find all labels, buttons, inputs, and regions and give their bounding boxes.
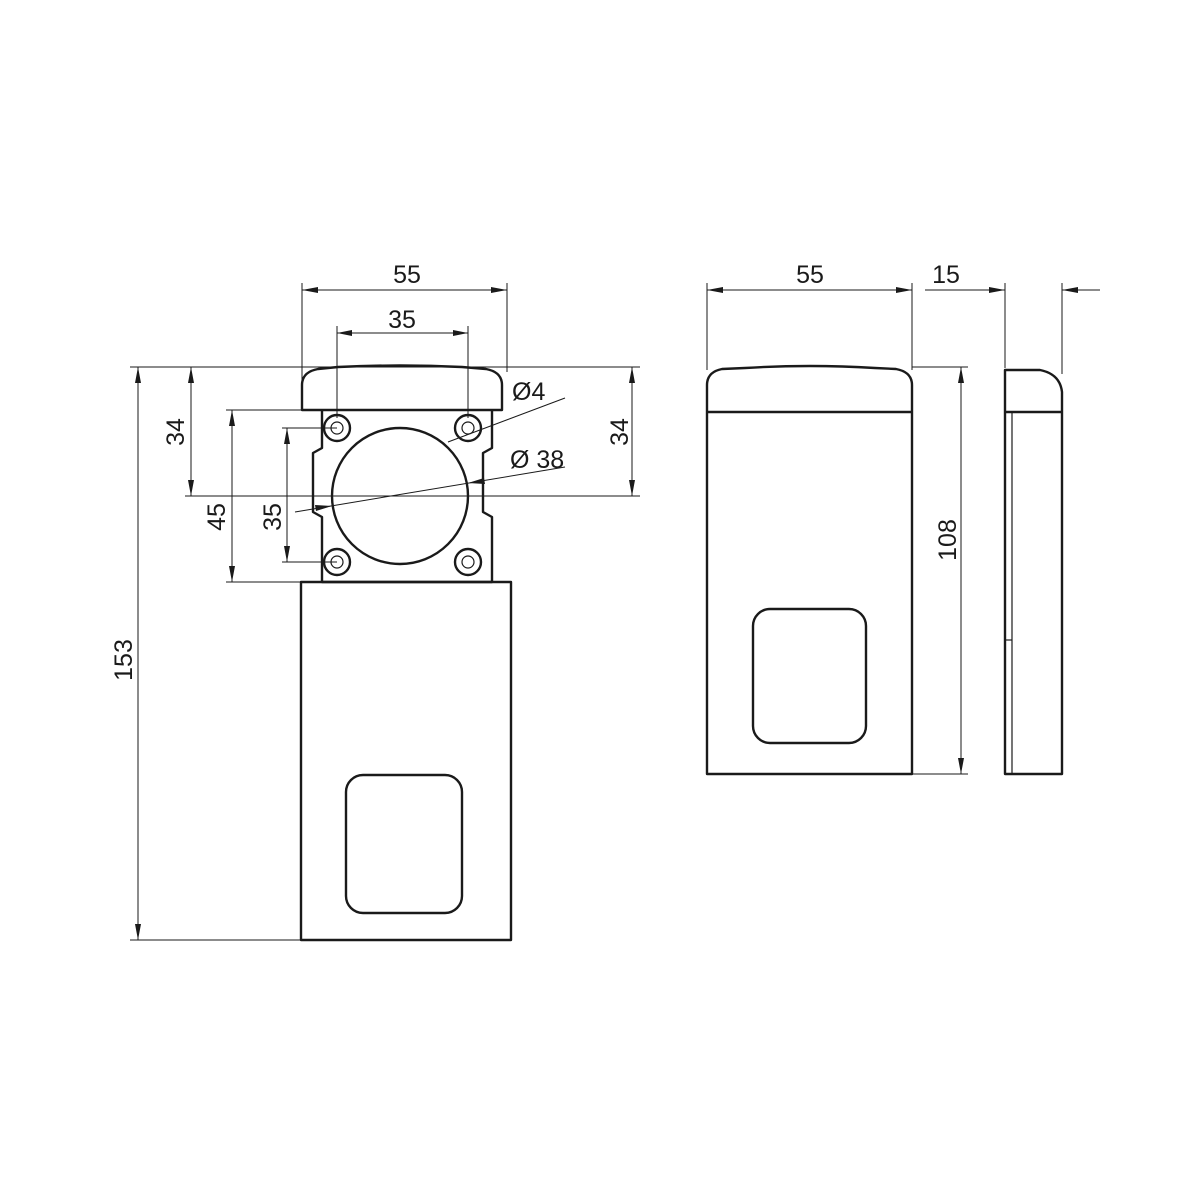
dim-left-34: 34 bbox=[162, 418, 190, 446]
front-view bbox=[299, 364, 513, 942]
dim-hole-spacing-y: 35 bbox=[259, 503, 287, 531]
side-dimensions: 15 bbox=[925, 261, 1100, 374]
dim-cover-width: 55 bbox=[796, 261, 824, 289]
front-window bbox=[344, 773, 464, 915]
front-body bbox=[299, 580, 513, 942]
dim-width-top: 55 bbox=[393, 261, 421, 289]
dim-cylinder-diameter: Ø 38 bbox=[510, 446, 564, 474]
dim-right-34: 34 bbox=[606, 418, 634, 446]
front-dimensions: 55 35 34 34 45 35 bbox=[110, 261, 640, 941]
screw-hole-bottom-right bbox=[453, 547, 483, 577]
cover-dimensions: 55 108 bbox=[706, 261, 968, 775]
dim-hole-diameter: Ø4 bbox=[512, 378, 545, 406]
dim-total-height: 153 bbox=[110, 639, 138, 681]
side-outline bbox=[1003, 368, 1064, 776]
cover-outline bbox=[705, 364, 914, 776]
cover-front-view bbox=[705, 364, 914, 776]
dim-cover-height: 108 bbox=[934, 519, 962, 561]
dim-45: 45 bbox=[203, 503, 231, 531]
dim-hole-spacing-x: 35 bbox=[388, 306, 416, 334]
front-cap bbox=[300, 364, 504, 412]
dim-side-depth: 15 bbox=[932, 261, 960, 289]
cover-window bbox=[751, 607, 868, 745]
screw-hole-top-right bbox=[453, 413, 483, 443]
side-view bbox=[1003, 368, 1064, 776]
